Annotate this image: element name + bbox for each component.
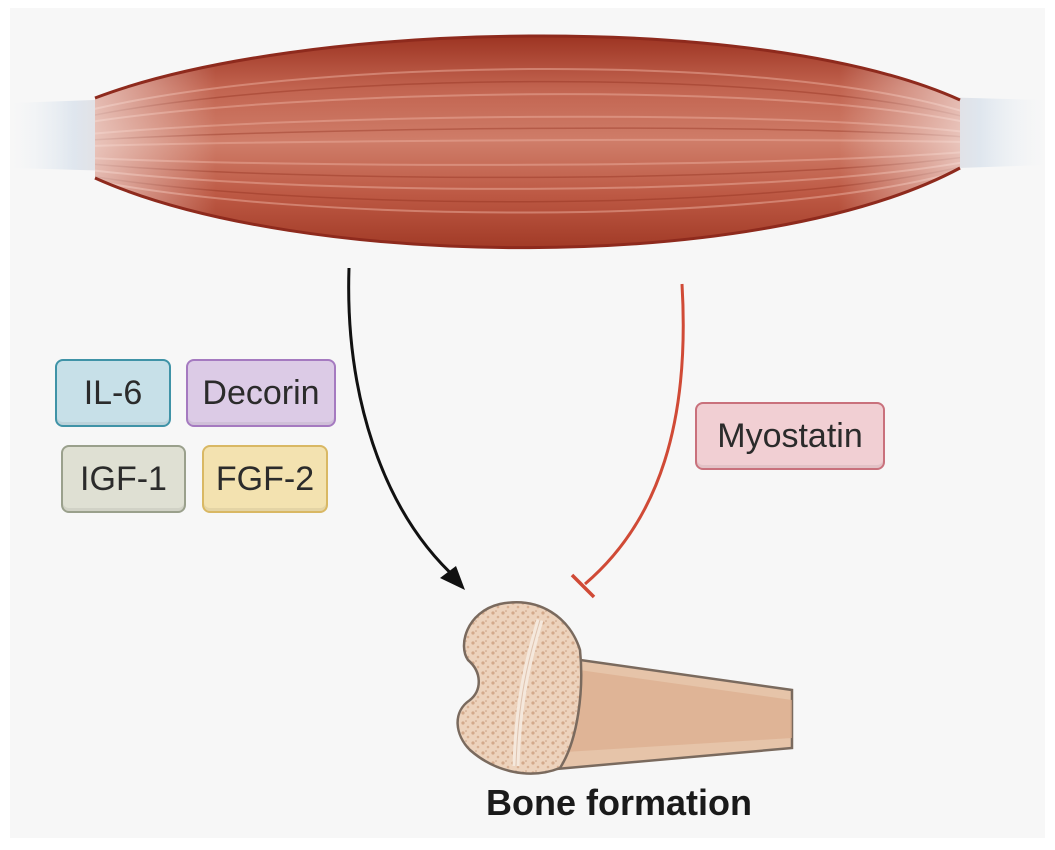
bone-icon — [456, 601, 794, 775]
tag-decorin: Decorin — [186, 359, 336, 427]
tag-igf-1: IGF-1 — [61, 445, 186, 513]
tag-myostatin: Myostatin — [695, 402, 885, 470]
tag-label: FGF-2 — [215, 459, 315, 498]
tag-fgf-2: FGF-2 — [202, 445, 328, 513]
tag-il-6: IL-6 — [55, 359, 171, 427]
tag-label: Decorin — [202, 373, 320, 412]
bone-formation-label: Bone formation — [486, 782, 752, 823]
inhibition-line — [570, 283, 685, 599]
stimulation-arrow — [347, 267, 465, 590]
tag-label: IGF-1 — [80, 459, 167, 498]
tag-label: IL-6 — [83, 373, 143, 412]
muscle — [94, 34, 961, 250]
tag-label: Myostatin — [717, 416, 863, 455]
